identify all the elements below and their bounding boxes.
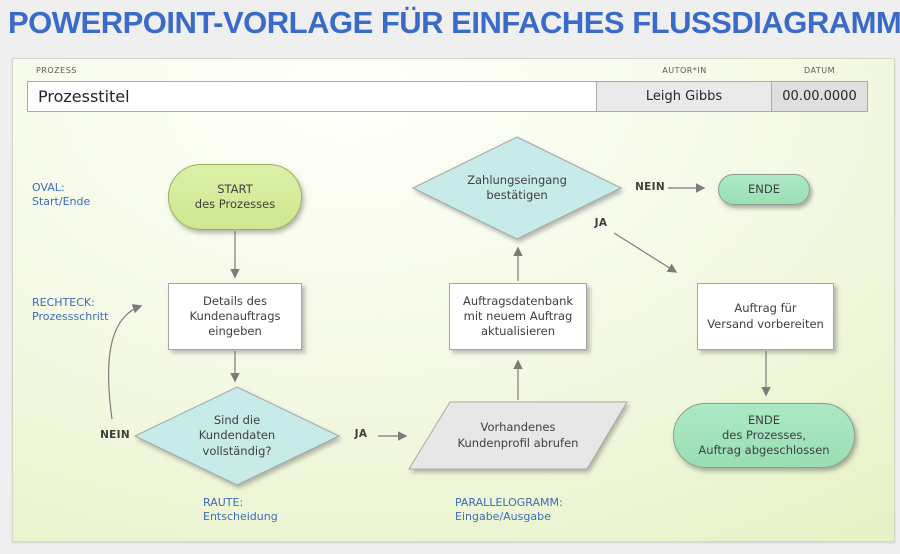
datum-label: DATUM bbox=[803, 66, 835, 75]
process-details-label: Details des Kundenauftrags eingeben bbox=[189, 293, 281, 339]
diamond-shape bbox=[133, 386, 341, 486]
autor-label: AUTOR*IN bbox=[662, 66, 707, 75]
diamond-shape bbox=[411, 136, 623, 240]
legend-raute: RAUTE: Entscheidung bbox=[203, 496, 278, 524]
edge-label-ja-bottom: JA bbox=[354, 428, 368, 440]
decision-kundendaten-node[interactable]: Sind die Kundendaten vollständig? bbox=[133, 386, 341, 486]
io-kundenprofil-node[interactable]: Vorhandenes Kundenprofil abrufen bbox=[407, 400, 629, 471]
edge-label-nein-bottom: NEIN bbox=[100, 429, 130, 441]
start-oval-node[interactable]: START des Prozesses bbox=[168, 164, 302, 230]
decision-kundendaten-label: Sind die Kundendaten vollständig? bbox=[198, 413, 276, 458]
ende-final-oval-node[interactable]: ENDE des Prozesses, Auftrag abgeschlosse… bbox=[673, 403, 855, 468]
decision-zahlung-label: Zahlungseingang bestätigen bbox=[467, 172, 567, 202]
process-versand-node[interactable]: Auftrag für Versand vorbereiten bbox=[697, 283, 834, 350]
page-title: POWERPOINT-VORLAGE FÜR EINFACHES FLUSSDI… bbox=[8, 5, 900, 40]
process-datenbank-label: Auftragsdatenbank mit neuem Auftrag aktu… bbox=[462, 293, 574, 339]
process-details-node[interactable]: Details des Kundenauftrags eingeben bbox=[168, 283, 302, 350]
start-oval-label: START des Prozesses bbox=[194, 181, 276, 211]
process-datenbank-node[interactable]: Auftragsdatenbank mit neuem Auftrag aktu… bbox=[449, 283, 587, 350]
ende-final-label: ENDE des Prozesses, Auftrag abgeschlosse… bbox=[698, 412, 830, 458]
process-versand-label: Auftrag für Versand vorbereiten bbox=[707, 301, 824, 331]
prozess-title-field[interactable]: Prozesstitel bbox=[27, 81, 597, 112]
legend-rechteck: RECHTECK: Prozessschritt bbox=[32, 296, 109, 324]
autor-field[interactable]: Leigh Gibbs bbox=[596, 81, 772, 112]
prozess-label: PROZESS bbox=[36, 66, 77, 75]
parallelogram-shape bbox=[408, 401, 628, 470]
edge-label-ja-top: JA bbox=[594, 217, 608, 229]
ende-pill-node[interactable]: ENDE bbox=[718, 174, 810, 205]
legend-oval: OVAL: Start/Ende bbox=[32, 181, 91, 209]
decision-zahlung-node[interactable]: Zahlungseingang bestätigen bbox=[411, 135, 623, 241]
legend-parallelogramm: PARALLELOGRAMM: Eingabe/Ausgabe bbox=[455, 496, 563, 524]
io-kundenprofil-label: Vorhandenes Kundenprofil abrufen bbox=[457, 420, 579, 450]
datum-field[interactable]: 00.00.0000 bbox=[771, 81, 868, 112]
edge-label-nein-top: NEIN bbox=[635, 181, 665, 193]
ende-pill-label: ENDE bbox=[748, 181, 780, 196]
